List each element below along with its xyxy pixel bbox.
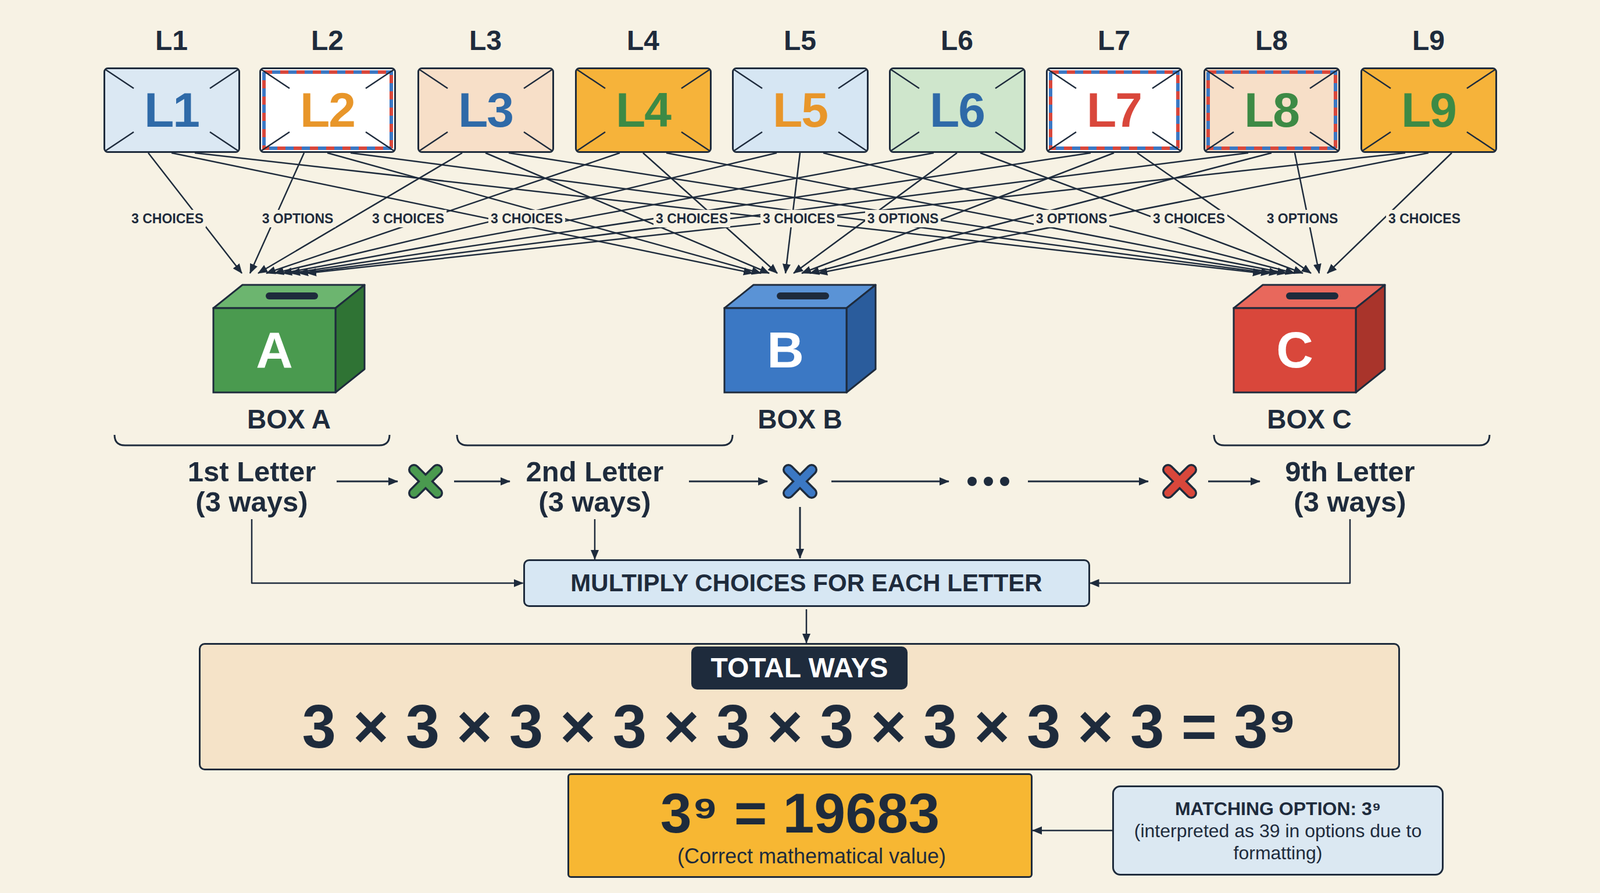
envelope-name: L9 [1412,24,1445,57]
step-text: 2nd Letter (3 ways) [520,456,670,517]
envelope-name: L8 [1255,24,1288,57]
process-text: MULTIPLY CHOICES FOR EACH LETTER [570,568,1042,598]
envelope-name: L5 [783,24,817,57]
connector [1032,829,1113,832]
connector [274,152,777,274]
edge-note: 3 CHOICES [488,209,566,228]
equation: 3 × 3 × 3 × 3 × 3 × 3 × 3 × 3 × 3 = 3⁹ [302,691,1298,762]
envelope: L9L9 [1360,24,1498,153]
envelope: L6L6 [888,24,1026,153]
envelope-name: L3 [469,24,502,57]
step-text: 1st Letter (3 ways) [177,456,327,517]
edge-note: 3 OPTIONS [259,209,337,228]
flow-step: 2nd Letter (3 ways) [520,456,670,517]
box-letter: B [766,320,805,380]
envelope-label: L4 [615,67,671,153]
edge-note: 3 CHOICES [760,209,838,228]
envelope-name: L2 [311,24,344,57]
envelope-name: L7 [1097,24,1131,57]
connector [298,152,1249,274]
bracket [114,434,1490,446]
box-name: BOX B [757,405,843,433]
connector [306,152,1406,274]
edge-note: 3 CHOICES [369,209,447,228]
box-letter: C [1276,320,1314,380]
ellipsis-dots [967,476,1010,487]
connector [818,152,1429,274]
edge-note: 3 CHOICES [129,209,206,228]
answer-box: 3⁹ = 19683(Correct mathematical value) [567,773,1033,878]
envelope-label: L6 [929,67,985,153]
box-name: BOX C [1266,405,1352,433]
connector [290,152,1091,274]
answer-value: 3⁹ = 19683 [660,782,940,844]
connector [809,152,1272,274]
box-letter: A [255,320,294,380]
connector [171,152,753,274]
connector [251,519,524,584]
envelope-name: L4 [626,24,660,57]
ballot-box: C BOX C [1222,273,1397,433]
envelope: L4L4 [575,24,712,153]
connector [801,152,1114,274]
envelope-label: L7 [1086,67,1142,153]
step-text: 9th Letter (3 ways) [1276,456,1425,517]
envelope: L3L3 [417,24,555,153]
result-panel: TOTAL WAYS3 × 3 × 3 × 3 × 3 × 3 × 3 × 3 … [198,643,1400,771]
answer-note: (Correct mathematical value) [654,843,946,870]
envelope-label: L5 [772,67,828,153]
edge-note: 3 OPTIONS [1264,209,1341,228]
box-name: BOX A [247,405,331,433]
process-box: MULTIPLY CHOICES FOR EACH LETTER [523,559,1091,607]
connector [980,152,1303,274]
envelope-label: L9 [1401,67,1456,153]
note-heading: MATCHING OPTION: 3⁹ [1175,797,1381,820]
panel-tab: TOTAL WAYS [691,646,909,690]
flow-step: 9th Letter (3 ways) [1276,456,1425,517]
envelope-label: L3 [458,67,513,153]
connector [282,152,934,274]
connector [327,152,762,274]
edge-note: 3 CHOICES [1386,209,1463,228]
envelope-label: L8 [1244,67,1299,153]
flow-arrow [336,481,1260,559]
connector [350,152,1271,274]
connector [1090,519,1351,584]
envelope-label: L2 [300,67,355,153]
edge-note: 3 OPTIONS [1033,209,1110,228]
connector [194,152,1263,274]
envelope-label: L1 [144,67,199,153]
envelope: L2L2 [259,24,396,153]
connector [805,609,808,644]
envelope: L1L1 [103,24,241,153]
ballot-box: A BOX A [201,273,377,433]
connector [594,519,596,560]
flow-step: 1st Letter (3 ways) [177,456,327,517]
connector [823,152,1295,274]
envelope: L7L7 [1045,24,1183,153]
envelope-name: L6 [940,24,974,57]
edge-note: 3 CHOICES [653,209,731,228]
envelope-name: L1 [155,24,188,57]
edge-note: 3 CHOICES [1150,209,1228,228]
envelope: L5L5 [731,24,869,153]
edge-note: 3 OPTIONS [865,209,942,228]
note-text: (interpreted as 39 in options due to for… [1124,819,1432,864]
envelope: L8L8 [1203,24,1341,153]
callout-note: MATCHING OPTION: 3⁹(interpreted as 39 in… [1112,785,1444,876]
connector [666,152,1287,274]
connector [258,152,463,274]
ballot-box: B BOX B [712,273,888,433]
